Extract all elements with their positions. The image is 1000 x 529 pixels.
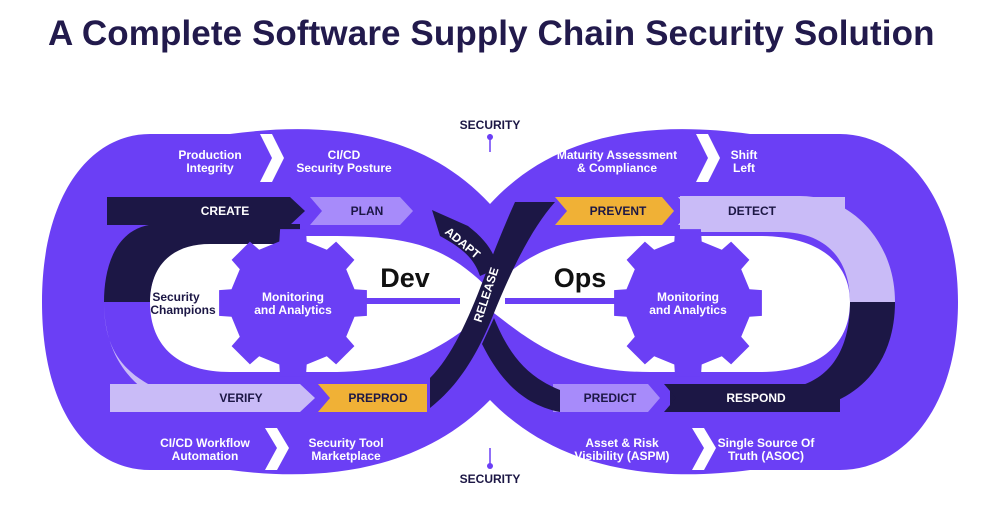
maturity-line2: & Compliance — [577, 161, 657, 175]
single-source-line1: Single Source Of — [718, 436, 816, 450]
plan-chevron — [310, 197, 413, 225]
stage-prevent: PREVENT — [590, 204, 647, 218]
stage-respond: RESPOND — [726, 391, 786, 405]
release-lower-band — [482, 318, 560, 412]
shift-left-line2: Left — [733, 161, 755, 175]
verify-chevron — [110, 384, 315, 412]
security-bottom-dot — [487, 463, 493, 469]
security-top-label: SECURITY — [460, 118, 521, 132]
gear-right-icon — [614, 229, 762, 377]
ops-connector — [505, 298, 630, 304]
cicd-posture-line1: CI/CD — [328, 148, 361, 162]
prevent-chevron — [555, 197, 674, 225]
adapt-band — [432, 210, 498, 276]
tool-marketplace-line1: Security Tool — [308, 436, 383, 450]
respond-arc — [670, 302, 895, 410]
page-title: A Complete Software Supply Chain Securit… — [48, 14, 935, 53]
stage-detect: DETECT — [728, 204, 777, 218]
production-integrity-line2: Integrity — [186, 161, 234, 175]
asset-risk-line1: Asset & Risk — [585, 436, 659, 450]
dev-connector — [350, 298, 460, 304]
gear-right-line1: Monitoring — [657, 290, 719, 304]
preprod-chevron — [318, 384, 427, 412]
outer-separators — [260, 134, 720, 470]
ops-label: Ops — [554, 263, 607, 293]
stage-verify: VERIFY — [219, 391, 262, 405]
gear-right-line2: and Analytics — [649, 303, 727, 317]
security-bottom-label: SECURITY — [460, 472, 521, 486]
cicd-workflow-line2: Automation — [172, 449, 239, 463]
gear-left-icon — [219, 229, 367, 377]
security-champions-line2: Champions — [150, 303, 216, 317]
security-champions-line1: Security — [152, 290, 200, 304]
stage-plan: PLAN — [351, 204, 384, 218]
gear-left-line1: Monitoring — [262, 290, 324, 304]
stage-predict: PREDICT — [584, 391, 637, 405]
stage-create: CREATE — [201, 204, 249, 218]
stage-chevrons — [107, 197, 845, 412]
stage-preprod: PREPROD — [348, 391, 408, 405]
cicd-posture-line2: Security Posture — [296, 161, 392, 175]
cicd-workflow-line1: CI/CD Workflow — [160, 436, 250, 450]
dev-label: Dev — [380, 263, 430, 293]
security-top-dot — [487, 134, 493, 140]
create-chevron — [107, 197, 305, 225]
tool-marketplace-line2: Marketplace — [311, 449, 381, 463]
asset-risk-line2: Visibility (ASPM) — [574, 449, 669, 463]
production-integrity-line1: Production — [178, 148, 241, 162]
maturity-line1: Maturity Assessment — [557, 148, 677, 162]
gear-left-line2: and Analytics — [254, 303, 332, 317]
single-source-line2: Truth (ASOC) — [728, 449, 804, 463]
shift-left-line1: Shift — [731, 148, 758, 162]
release-band — [430, 202, 555, 408]
detect-chevron — [678, 197, 845, 225]
predict-chevron — [553, 384, 660, 412]
respond-chevron — [664, 384, 840, 412]
